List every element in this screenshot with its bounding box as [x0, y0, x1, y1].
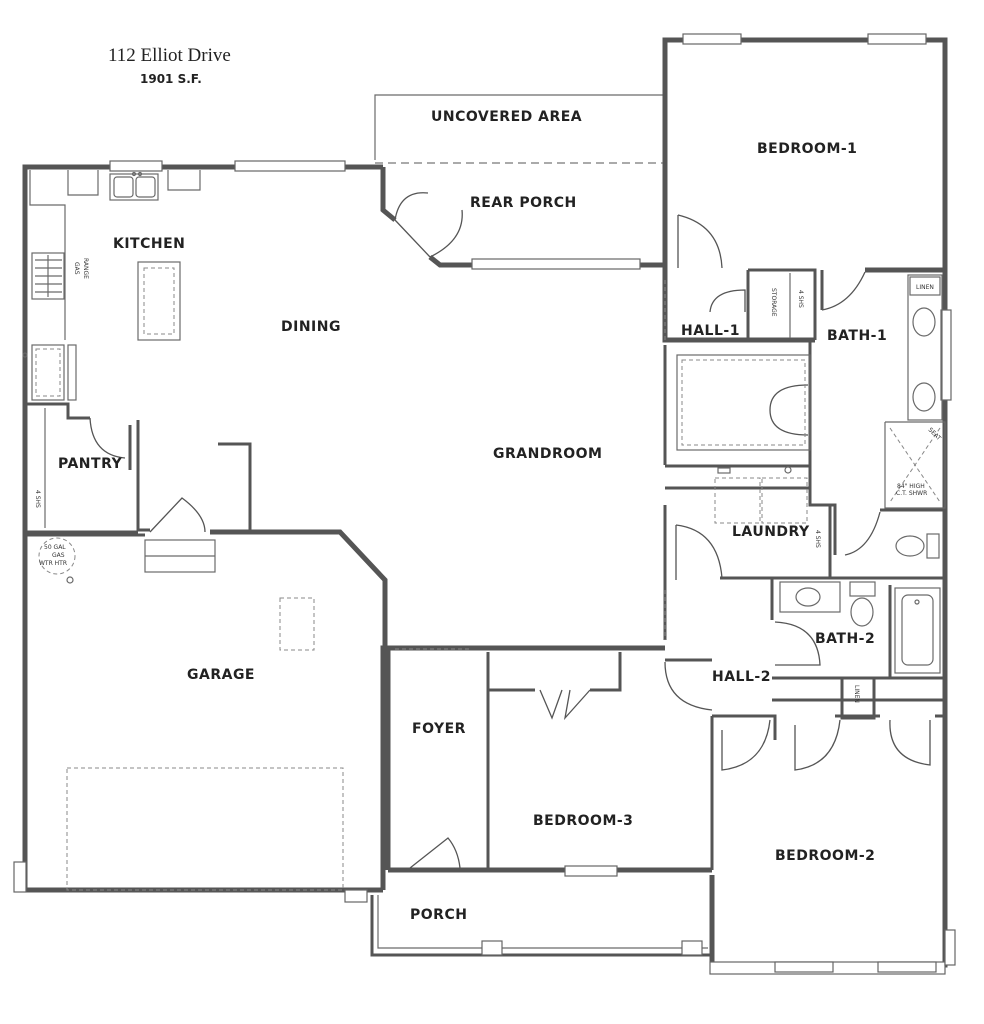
laundry-appliances: 4 SHS — [714, 466, 821, 548]
porch-label: PORCH — [410, 907, 467, 923]
openings — [395, 280, 666, 650]
grandroom-label: GRANDROOM — [493, 446, 602, 462]
laundry-label: LAUNDRY — [732, 524, 810, 540]
interior-walls — [25, 265, 945, 870]
room-labels: UNCOVERED AREA REAR PORCH BEDROOM-1 KITC… — [58, 109, 887, 923]
shower-height-label: 84" HIGH — [897, 483, 925, 490]
doors — [89, 192, 931, 869]
hall2-linen-label: LINEN — [853, 685, 860, 703]
plan-area: 1901 S.F. — [140, 72, 202, 86]
pantry-shelves-label: 4 SHS — [34, 490, 41, 508]
grandroom-built-in — [676, 354, 811, 451]
foyer-label: FOYER — [412, 721, 466, 737]
bath-2-label: BATH-2 — [815, 631, 875, 647]
gas-range-label-2: RANGE — [82, 258, 89, 279]
garage-label: GARAGE — [187, 667, 255, 683]
bedroom-2-label: BEDROOM-2 — [775, 848, 875, 864]
gas-range-label-1: GAS — [73, 262, 80, 275]
bedroom-1-label: BEDROOM-1 — [757, 141, 857, 157]
storage-shelves-label: 4 SHS — [797, 290, 804, 308]
water-heater-capacity: 50 GAL — [44, 544, 66, 551]
kitchen-label: KITCHEN — [113, 236, 185, 252]
storage-label: STORAGE — [770, 288, 777, 317]
bath1-fixtures: LINEN SEAT 84" HIGH C.T. SHWR — [884, 274, 946, 559]
storage-shelves: STORAGE 4 SHS — [770, 273, 804, 338]
shower-type-label: C.T. SHWR — [896, 490, 927, 497]
uncovered-area-outline — [374, 94, 665, 164]
exterior-walls — [22, 37, 948, 968]
windows — [109, 33, 952, 973]
porch-outline — [13, 861, 956, 975]
hall-2-label: HALL-2 — [712, 669, 771, 685]
bath1-linen-label: LINEN — [916, 284, 934, 291]
water-heater-label: WTR HTR — [39, 560, 67, 567]
garage-details: 50 GAL GAS WTR HTR — [38, 537, 344, 891]
hall-1-label: HALL-1 — [681, 323, 740, 339]
bedroom-3-label: BEDROOM-3 — [533, 813, 633, 829]
plan-title: 112 Elliot Drive — [108, 45, 231, 66]
kitchen-fixtures: GAS RANGE — [22, 170, 201, 401]
bath2-fixtures — [779, 581, 941, 674]
laundry-shelves-label: 4 SHS — [814, 530, 821, 548]
uncovered-area-label: UNCOVERED AREA — [431, 109, 582, 125]
range-burners — [35, 255, 62, 297]
pantry-label: PANTRY — [58, 456, 123, 472]
dining-label: DINING — [281, 319, 341, 335]
water-heater-fuel: GAS — [52, 552, 65, 559]
bath-1-label: BATH-1 — [827, 328, 887, 344]
pantry-shelves: 4 SHS — [34, 408, 46, 528]
rear-porch-label: REAR PORCH — [470, 195, 577, 211]
